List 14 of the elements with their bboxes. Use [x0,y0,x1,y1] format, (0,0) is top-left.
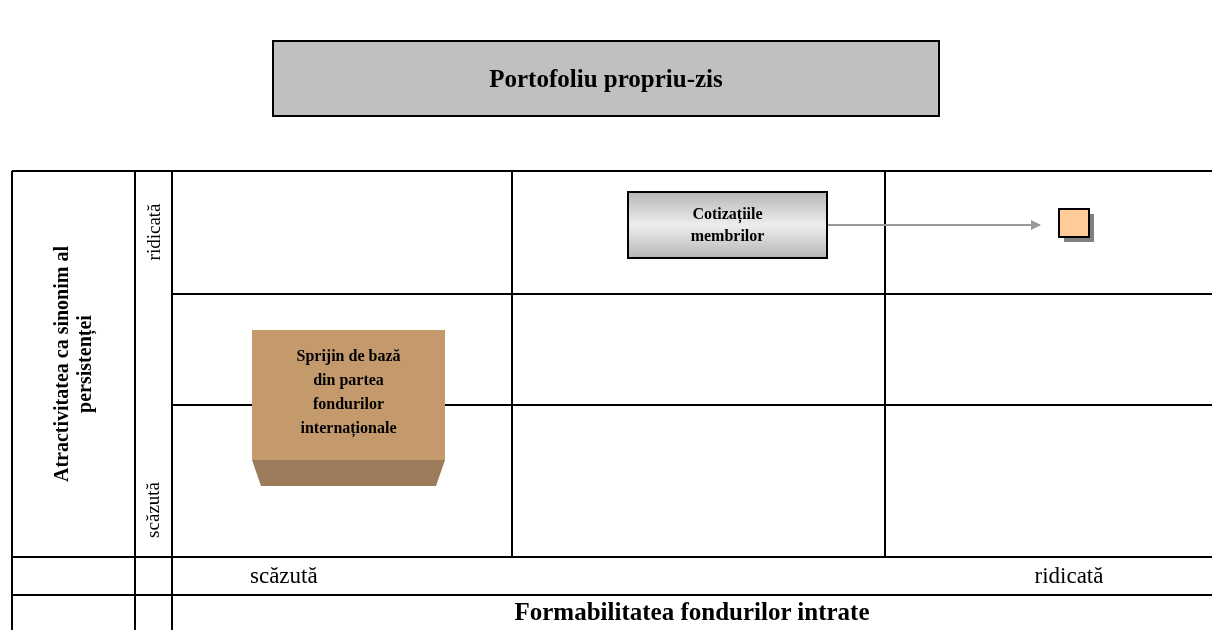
axis-value: scăzută [250,563,318,590]
axis-title: Formabilitatea fondurilor intrate [514,597,870,627]
node-text: Portofoliu propriu-zis [489,64,723,93]
axis-title: Atractivitatea ca sinonim al persistenței [50,244,96,485]
small-square [1058,208,1096,244]
node-text: Cotizațiile membrilor [689,204,766,246]
process-box [627,191,828,259]
axis-value: ridicată [1034,563,1104,590]
title-box [272,40,940,117]
axis-value: scăzută [142,481,164,538]
arrow [827,220,1041,230]
block-box [252,330,445,486]
axis-value: ridicată [142,203,164,261]
node-text: Sprijin de bază din partea fondurilor internaționale [295,346,402,439]
